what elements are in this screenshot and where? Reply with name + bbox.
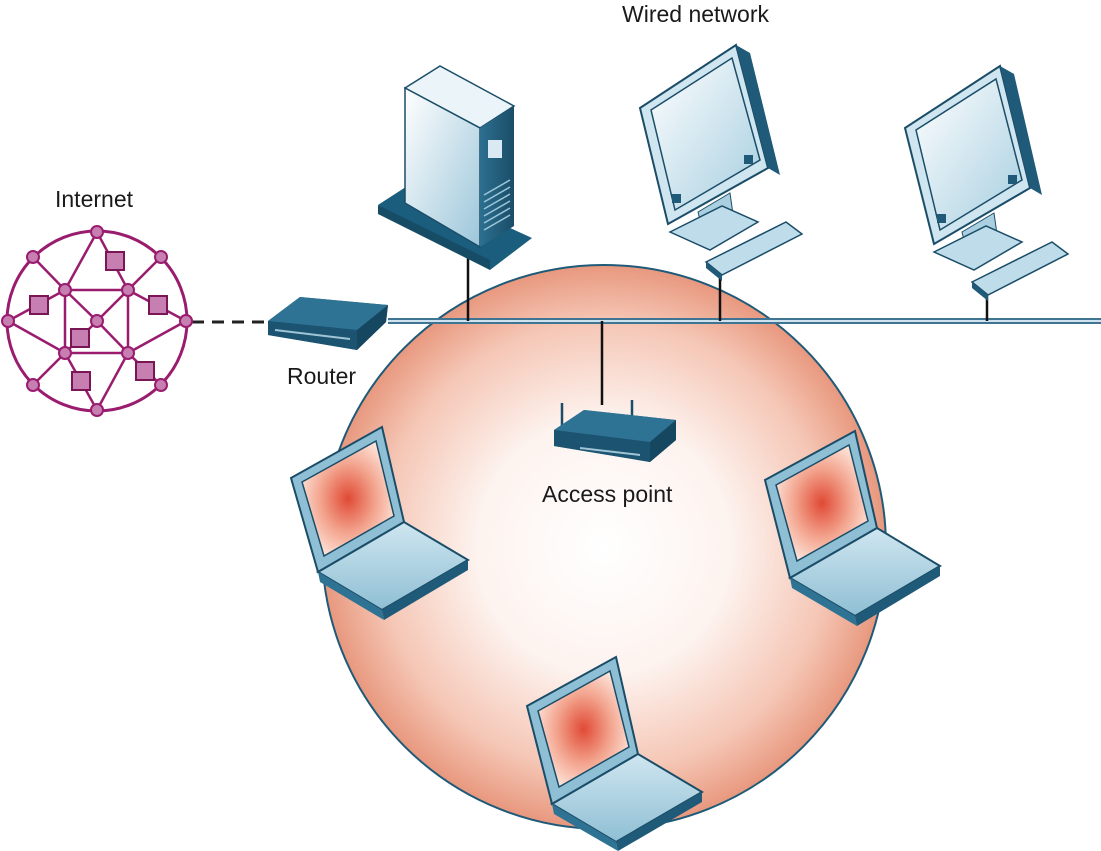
access-point-label: Access point bbox=[542, 481, 673, 507]
router-label: Router bbox=[287, 363, 357, 389]
desktop-computer-icon-1 bbox=[638, 43, 804, 281]
router-icon bbox=[268, 297, 388, 350]
laptop-icon-3 bbox=[525, 655, 704, 851]
internet-mesh-icon bbox=[1, 225, 193, 417]
laptop-icon-2 bbox=[763, 429, 942, 626]
server-tower-icon bbox=[378, 65, 532, 270]
internet-label: Internet bbox=[55, 186, 133, 212]
desktop-computer-icon-2 bbox=[903, 64, 1070, 301]
device-drop-lines bbox=[466, 258, 989, 405]
laptop-icon-1 bbox=[289, 425, 470, 620]
wired-network-label: Wired network bbox=[622, 1, 769, 27]
wireless-access-point-icon bbox=[554, 400, 676, 462]
